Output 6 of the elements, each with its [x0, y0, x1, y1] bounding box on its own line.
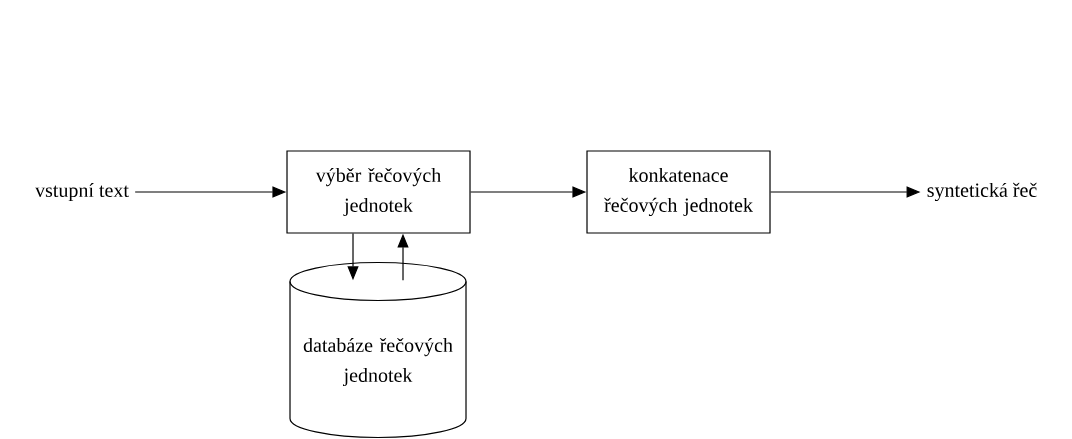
input-label: vstupní text	[35, 182, 129, 202]
output-label: syntetická řeč	[927, 182, 1037, 202]
node-label: databáze řečových jednotek	[303, 337, 453, 387]
database-cylinder: databáze řečových jednotek	[289, 261, 467, 439]
process-box: výběr řečových jednotek	[286, 150, 471, 234]
process-box: konkatenace řečových jednotek	[586, 150, 771, 234]
